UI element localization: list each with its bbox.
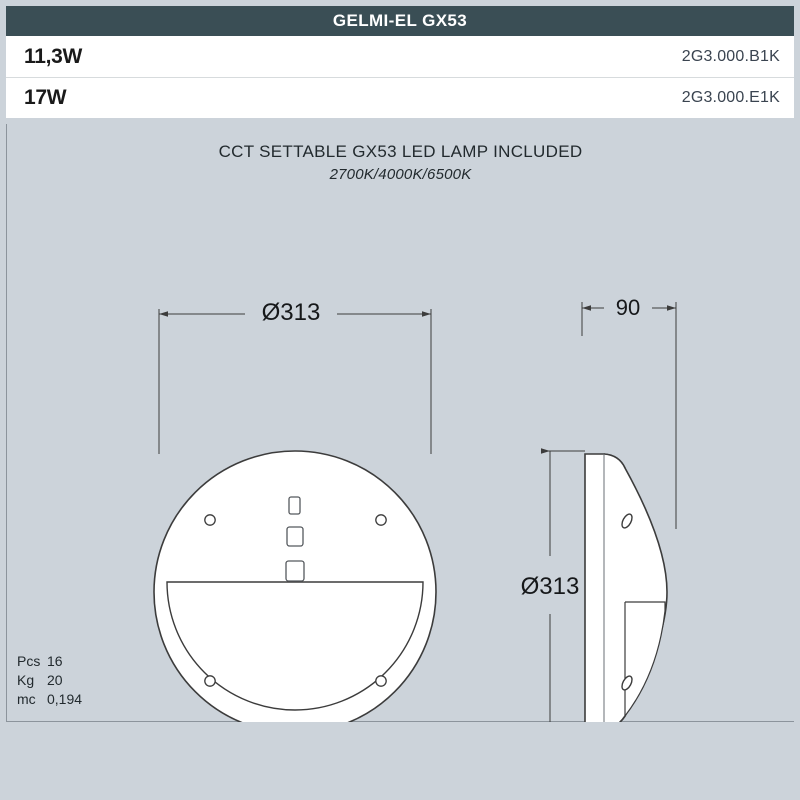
center-marking-medium: [286, 526, 304, 547]
header-bar: GELMI-EL GX53: [6, 6, 794, 36]
technical-drawing-panel: CCT SETTABLE GX53 LED LAMP INCLUDED 2700…: [6, 124, 794, 722]
packing-pcs: Pcs 16: [17, 652, 82, 671]
row-power-label: 11,3W: [24, 44, 83, 68]
row-power-label: 17W: [24, 86, 67, 109]
center-marking-small: [288, 496, 301, 515]
packing-mc-label: mc: [17, 691, 36, 708]
table-row[interactable]: 17W 2G3.000.E1K: [6, 77, 794, 118]
packing-pcs-value: 16: [47, 653, 63, 670]
side-lens-step: [624, 601, 666, 717]
side-view: 90 Ø313: [521, 295, 677, 722]
packing-mc: mc 0,194: [17, 690, 82, 709]
lamp-note: CCT SETTABLE GX53 LED LAMP INCLUDED 2700…: [7, 142, 794, 183]
front-diameter-label: Ø313: [262, 299, 321, 326]
page-title: GELMI-EL GX53: [332, 11, 468, 30]
front-view: Ø313: [153, 299, 437, 722]
side-height-label: Ø313: [521, 573, 580, 600]
orthographic-drawings: Ø313: [153, 295, 677, 722]
lens-outline: [166, 581, 424, 711]
mounting-hole: [204, 514, 216, 526]
mounting-hole: [204, 675, 216, 687]
mounting-hole: [375, 514, 387, 526]
packing-mc-value: 0,194: [47, 691, 83, 708]
row-order-code: 2G3.000.E1K: [681, 89, 780, 106]
mounting-hole: [375, 675, 387, 687]
side-mounting-slot: [621, 513, 633, 529]
side-depth-label: 90: [616, 295, 640, 320]
center-marking-large: [285, 560, 305, 582]
packing-info: Pcs 16 Kg 20 mc 0,194: [17, 652, 82, 709]
row-order-code: 2G3.000.B1K: [681, 47, 780, 65]
side-mounting-slot: [621, 675, 633, 691]
product-code-table: 11,3W 2G3.000.B1K 17W 2G3.000.E1K: [6, 36, 794, 118]
packing-kg: Kg 20: [17, 671, 82, 690]
table-row[interactable]: 11,3W 2G3.000.B1K: [6, 36, 794, 77]
packing-pcs-label: Pcs: [17, 653, 41, 670]
lamp-note-main: CCT SETTABLE GX53 LED LAMP INCLUDED: [218, 142, 583, 161]
packing-kg-value: 20: [47, 672, 63, 689]
lamp-note-sub: 2700K/4000K/6500K: [329, 166, 472, 183]
packing-kg-label: Kg: [17, 672, 35, 689]
